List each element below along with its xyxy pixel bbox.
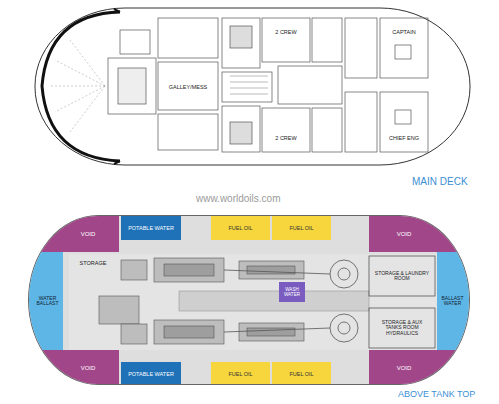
deck-title: MAIN DECK	[412, 176, 468, 187]
room-area: STORAGE	[69, 256, 117, 270]
tank-compartment: VOID	[369, 216, 470, 252]
tank-compartment: VOID	[369, 350, 470, 385]
compartment-label: FUEL OIL	[228, 225, 252, 231]
compartment-label: WATER BALLAST	[34, 296, 61, 307]
room-area: STORAGE & AUX TANKS ROOM HYDRAULICS	[371, 310, 433, 346]
compartment-label: POTABLE WATER	[128, 225, 174, 231]
tank-compartment: FUEL OIL	[272, 216, 331, 240]
compartment-label: VOID	[81, 365, 96, 372]
watermark: www.worldoils.com	[196, 193, 280, 204]
compartment-label: CAPTAIN	[392, 29, 415, 35]
compartment-label: VOID	[397, 231, 412, 238]
compartment-label: 2 CREW	[275, 29, 296, 35]
room-area: STORAGE & LAUNDRY ROOM	[371, 258, 433, 294]
tank-compartment: WATER BALLAST	[29, 252, 63, 350]
compartment-label: POTABLE WATER	[128, 371, 174, 377]
room-area: 2 CREW	[262, 26, 310, 38]
compartment-label: FUEL OIL	[228, 371, 252, 377]
tank-compartment: POTABLE WATER	[121, 362, 181, 385]
compartment-label: VOID	[397, 365, 412, 372]
compartment-label: WASH WATER	[281, 287, 303, 297]
tank-top-hull: VOID POTABLE WATER FUEL OIL FUEL OIL VOID WAT…	[28, 215, 470, 385]
tank-compartment: POTABLE WATER	[121, 216, 181, 240]
compartment-label: VOID	[81, 231, 96, 238]
compartment-label: FUEL OIL	[289, 225, 313, 231]
compartment-label: FUEL OIL	[289, 371, 313, 377]
room-area: GALLEY/MESS	[158, 80, 218, 94]
compartment-label: STORAGE & LAUNDRY ROOM	[373, 271, 431, 282]
tank-compartment: BALLAST WATER	[437, 252, 470, 350]
tank-compartment: VOID	[29, 216, 119, 252]
compartment-label: STORAGE & AUX TANKS ROOM HYDRAULICS	[373, 320, 431, 337]
tank-compartment: WASH WATER	[279, 282, 305, 302]
deck-title: ABOVE TANK TOP	[398, 389, 475, 399]
compartment-label: BALLAST WATER	[439, 296, 466, 307]
tank-compartment: FUEL OIL	[211, 362, 270, 385]
room-area: 2 CREW	[262, 132, 310, 144]
tank-compartment: FUEL OIL	[272, 362, 331, 385]
compartment-label: STORAGE	[80, 260, 107, 266]
compartment-label: GALLEY/MESS	[169, 84, 208, 90]
tank-compartment: FUEL OIL	[211, 216, 270, 240]
compartment-label: CHIEF ENG	[389, 135, 419, 141]
compartment-label: 2 CREW	[275, 135, 296, 141]
room-area: CHIEF ENG	[380, 132, 428, 144]
room-area: CAPTAIN	[380, 26, 428, 38]
tank-compartment: VOID	[29, 350, 119, 385]
